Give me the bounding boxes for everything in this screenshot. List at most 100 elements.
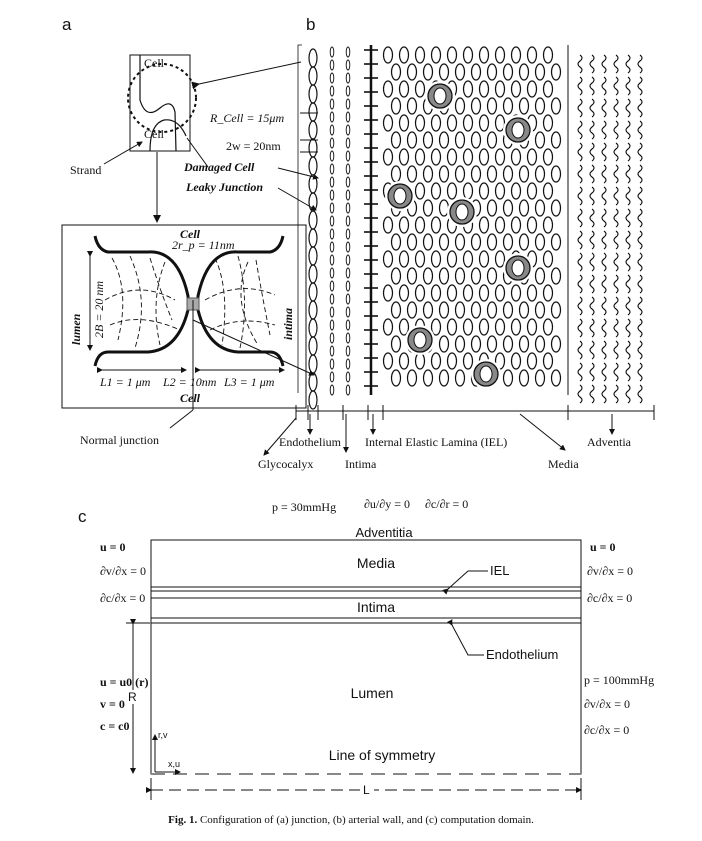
collagen-fiber	[589, 274, 595, 294]
collagen-fiber	[601, 208, 607, 228]
smooth-muscle-cell	[414, 352, 426, 370]
smooth-muscle-cell	[518, 301, 530, 319]
smooth-muscle-cell	[486, 267, 498, 285]
collagen-fiber	[637, 274, 643, 294]
smooth-muscle-cell	[390, 165, 402, 183]
smooth-muscle-cell	[486, 233, 498, 251]
collagen-fiber	[625, 142, 631, 162]
endothelial-cell	[308, 336, 318, 356]
smooth-muscle-cell	[494, 250, 506, 268]
smooth-muscle-cell	[526, 284, 538, 302]
smooth-muscle-cell	[430, 250, 442, 268]
collagen-fiber	[613, 274, 619, 294]
lumen-label: lumen	[69, 313, 83, 345]
collagen-fiber	[589, 252, 595, 272]
smooth-muscle-cell	[534, 335, 546, 353]
smooth-muscle-cell	[478, 216, 490, 234]
endothelial-cell	[308, 120, 318, 140]
smooth-muscle-cell	[430, 46, 442, 64]
endothelial-cell	[308, 174, 318, 194]
intima-fiber	[329, 384, 335, 396]
intima-fiber	[345, 293, 351, 305]
smooth-muscle-cell	[382, 46, 394, 64]
strand-arrow	[103, 141, 143, 165]
smooth-muscle-cell	[550, 63, 562, 81]
normal-junction-pointer	[192, 319, 315, 376]
collagen-fiber	[625, 384, 631, 404]
collagen-fiber	[637, 362, 643, 382]
endothelial-cell	[308, 354, 318, 374]
smooth-muscle-cell	[414, 182, 426, 200]
smooth-muscle-cell	[510, 148, 522, 166]
smooth-muscle-cell	[502, 335, 514, 353]
cell-membrane	[139, 55, 177, 152]
smooth-muscle-cell	[390, 233, 402, 251]
highlight-cell-core	[479, 365, 493, 383]
collagen-fiber	[601, 54, 607, 74]
collagen-fiber	[637, 296, 643, 316]
smooth-muscle-cell	[438, 335, 450, 353]
smooth-muscle-cell	[390, 97, 402, 115]
axis-rv-label: r,v	[158, 730, 168, 740]
collagen-fiber	[637, 76, 643, 96]
collagen-fiber	[601, 340, 607, 360]
smooth-muscle-cell	[398, 352, 410, 370]
collagen-fiber	[589, 120, 595, 140]
smooth-muscle-cell	[542, 318, 554, 336]
collagen-fiber	[625, 186, 631, 206]
endothelial-cell	[308, 210, 318, 230]
detail-cell-top-label: Cell	[180, 227, 201, 241]
smooth-muscle-cell	[462, 114, 474, 132]
outlet-bc-dv: ∂v/∂x = 0	[584, 697, 630, 711]
smooth-muscle-cell	[478, 182, 490, 200]
smooth-muscle-cell	[550, 369, 562, 387]
collagen-fiber	[577, 142, 583, 162]
top-bc-dc: ∂c/∂r = 0	[425, 497, 468, 511]
smooth-muscle-cell	[454, 335, 466, 353]
smooth-muscle-cell	[414, 80, 426, 98]
smooth-muscle-cell	[446, 46, 458, 64]
collagen-fiber	[613, 186, 619, 206]
cell-left-wall	[93, 235, 190, 367]
smooth-muscle-cell	[550, 199, 562, 217]
smooth-muscle-cell	[382, 216, 394, 234]
collagen-fiber	[613, 142, 619, 162]
intima-fiber	[345, 254, 351, 266]
smooth-muscle-cell	[510, 216, 522, 234]
smooth-muscle-cell	[454, 301, 466, 319]
collagen-fiber	[577, 98, 583, 118]
smooth-muscle-cell	[406, 301, 418, 319]
lumen-domain-label: Lumen	[351, 685, 394, 701]
smooth-muscle-cell	[526, 352, 538, 370]
collagen-fiber	[625, 76, 631, 96]
smooth-muscle-cell	[510, 46, 522, 64]
right-bc-u: u = 0	[590, 540, 616, 554]
cell-membrane-lower	[149, 119, 187, 152]
smooth-muscle-cell	[398, 318, 410, 336]
panel-c: c p = 30mmHg ∂u/∂y = 0 ∂c/∂r = 0 Adventi…	[78, 497, 654, 800]
smooth-muscle-cell	[470, 335, 482, 353]
smooth-muscle-cell	[438, 131, 450, 149]
collagen-fiber	[601, 296, 607, 316]
smooth-muscle-cell	[414, 216, 426, 234]
collagen-fiber	[625, 318, 631, 338]
inlet-bc-c: c = c0	[100, 719, 130, 733]
smooth-muscle-cell	[390, 301, 402, 319]
smooth-muscle-cell	[446, 284, 458, 302]
smooth-muscle-cell	[390, 131, 402, 149]
collagen-fiber	[637, 142, 643, 162]
collagen-fiber	[613, 54, 619, 74]
collagen-fiber	[637, 252, 643, 272]
intima-fiber	[329, 137, 335, 149]
intima-fiber	[345, 228, 351, 240]
smooth-muscle-cell	[502, 97, 514, 115]
smooth-muscle-cell	[542, 216, 554, 234]
collagen-fiber	[637, 120, 643, 140]
collagen-fiber	[613, 76, 619, 96]
intima-fiber	[329, 215, 335, 227]
intima-fiber	[329, 228, 335, 240]
collagen-fiber	[577, 208, 583, 228]
collagen-fiber	[601, 274, 607, 294]
smooth-muscle-cell	[454, 63, 466, 81]
